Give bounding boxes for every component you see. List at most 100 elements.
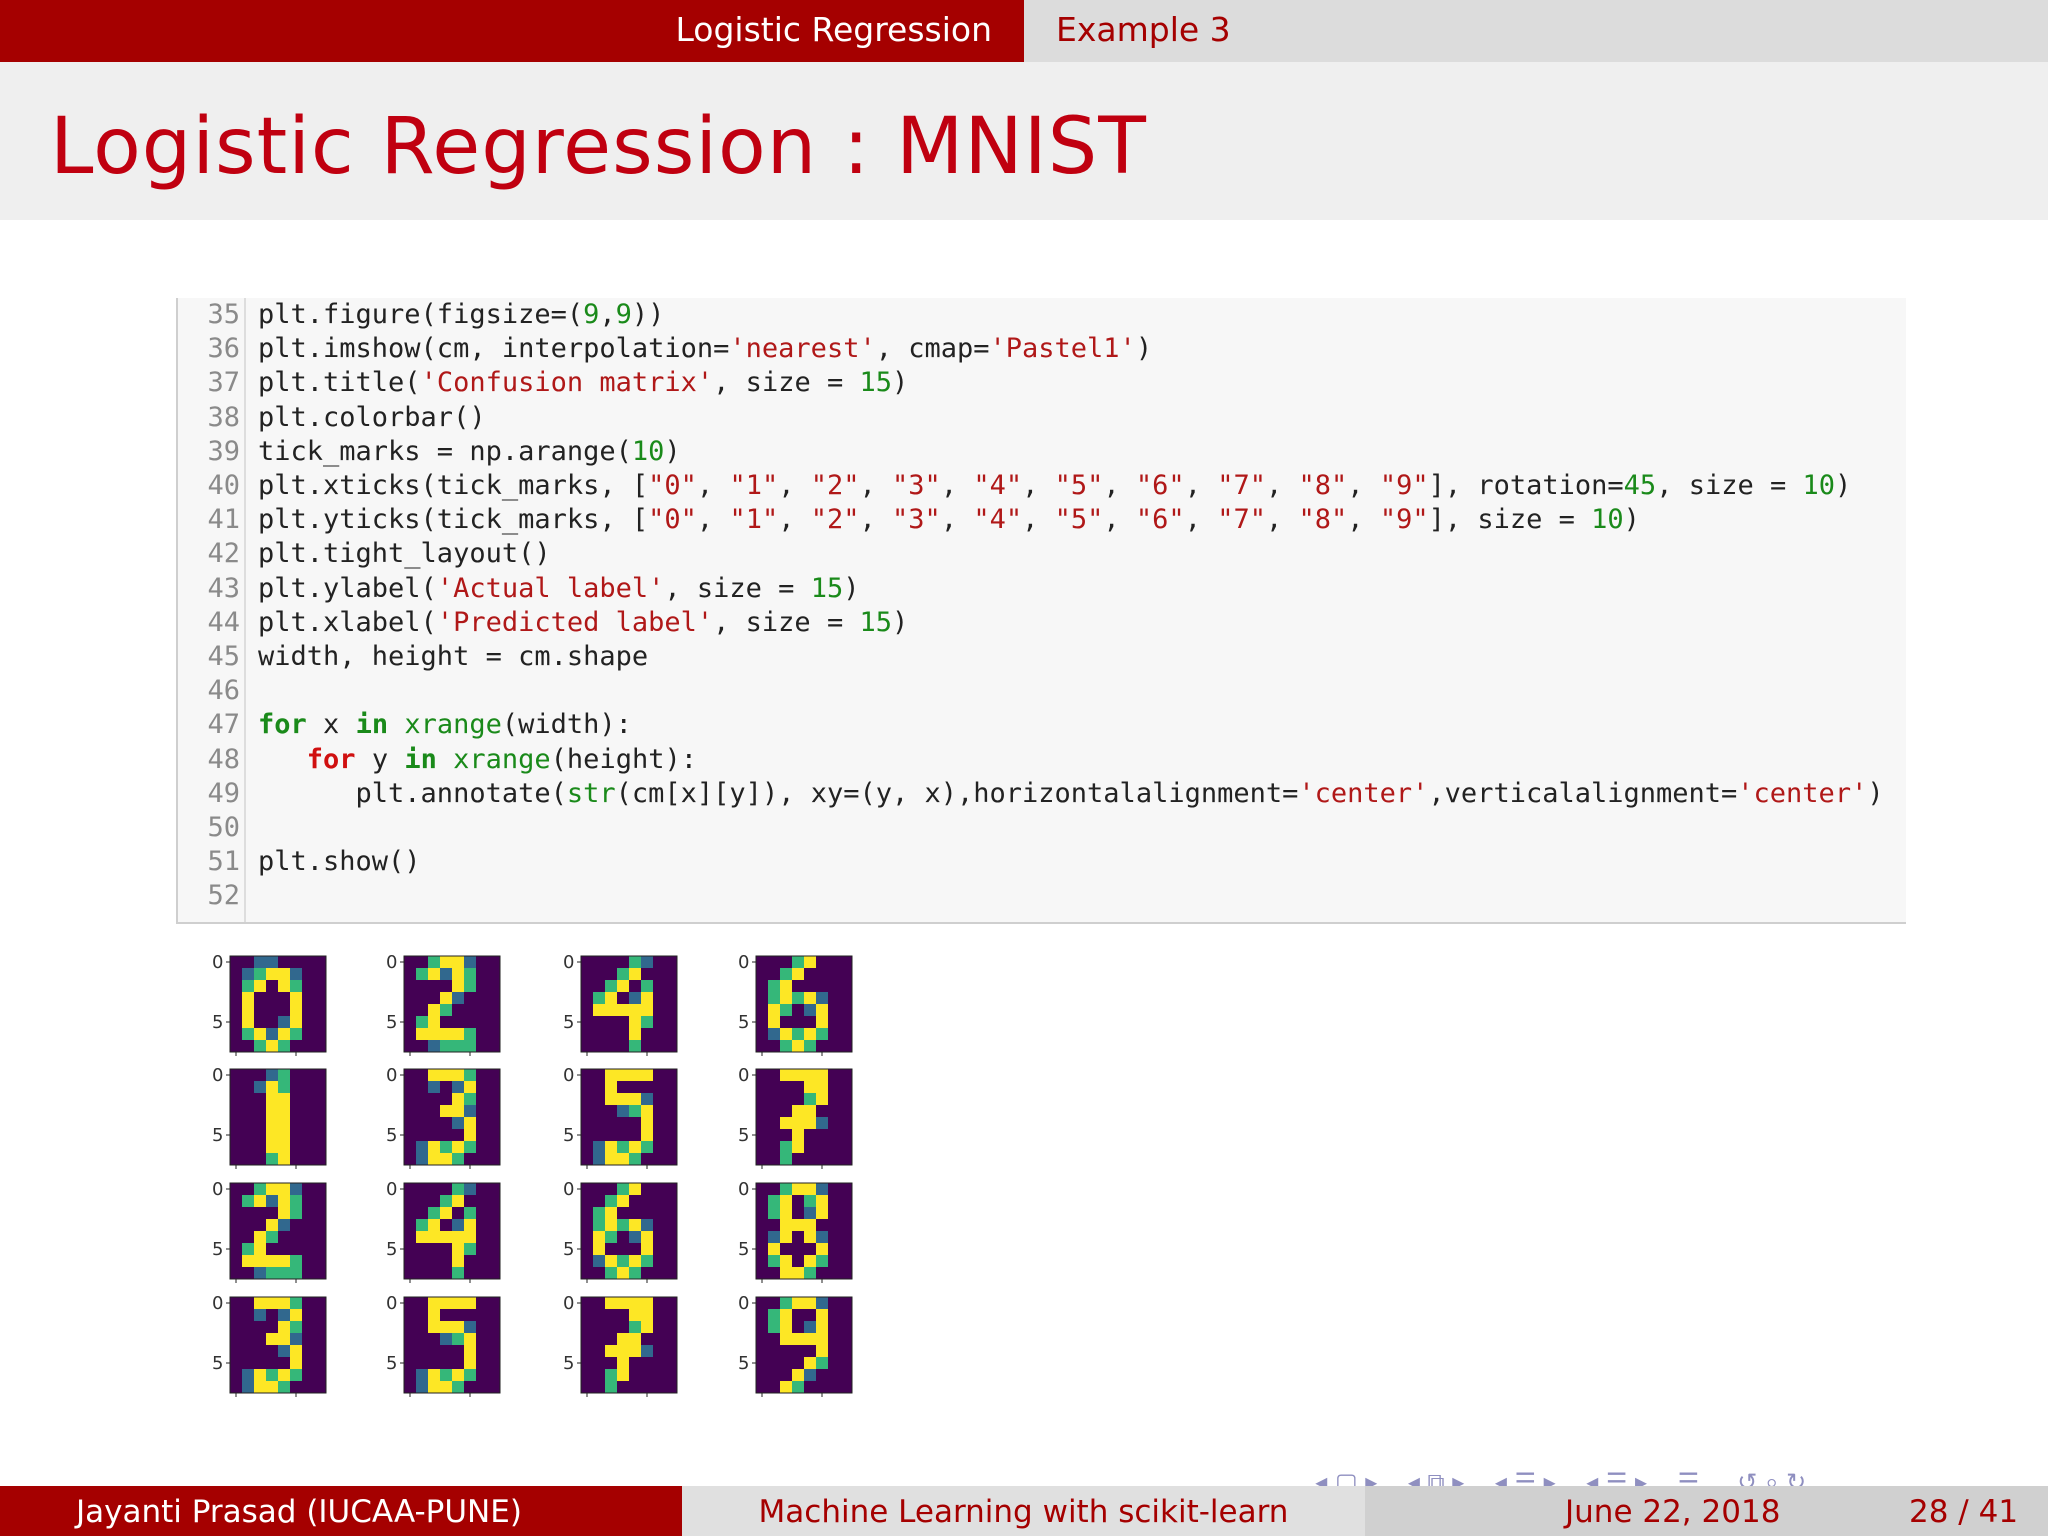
pixel [780, 1321, 792, 1333]
pixel [230, 1093, 242, 1105]
pixel [416, 992, 428, 1004]
pixel [768, 1357, 780, 1369]
pixel [593, 1369, 605, 1381]
footer-talk-title: Machine Learning with scikit-learn [758, 1494, 1289, 1530]
pixel [230, 1345, 242, 1357]
pixel [653, 1267, 665, 1279]
pixel [242, 1093, 254, 1105]
pixel [629, 1243, 641, 1255]
pixel [780, 1369, 792, 1381]
pixel [302, 1141, 314, 1153]
pixel [653, 1004, 665, 1016]
pixel [593, 1333, 605, 1345]
code-line: plt.annotate(str(cm[x][y]), xy=(y, x),ho… [258, 777, 1884, 809]
pixel [290, 1231, 302, 1243]
pixel [416, 1369, 428, 1381]
pixel [290, 1381, 302, 1393]
pixel [242, 1004, 254, 1016]
pixel [230, 1117, 242, 1129]
nav-section-link[interactable]: Logistic Regression [675, 10, 992, 49]
pixel [428, 1357, 440, 1369]
pixel [804, 1369, 816, 1381]
pixel [816, 968, 828, 980]
pixel [653, 1321, 665, 1333]
pixel [404, 1381, 416, 1393]
pixel [488, 1381, 500, 1393]
pixel [290, 1195, 302, 1207]
pixel [804, 1069, 816, 1081]
pixel [828, 1117, 840, 1129]
pixel [476, 1255, 488, 1267]
pixel [581, 1219, 593, 1231]
pixel [302, 1117, 314, 1129]
pixel [464, 1129, 476, 1141]
pixel [840, 1117, 852, 1129]
pixel [254, 1297, 266, 1309]
pixel [756, 1105, 768, 1117]
pixel [605, 1309, 617, 1321]
pixel [804, 956, 816, 968]
pixel [428, 992, 440, 1004]
pixel [816, 1309, 828, 1321]
pixel [641, 1040, 653, 1052]
pixel [464, 992, 476, 1004]
pixel [404, 968, 416, 980]
pixel [641, 1255, 653, 1267]
y-tick-label: 5 [212, 1012, 223, 1033]
pixel [653, 1369, 665, 1381]
pixel [488, 1129, 500, 1141]
pixel [828, 1345, 840, 1357]
pixel [254, 1243, 266, 1255]
pixel [488, 1369, 500, 1381]
pixel [641, 1016, 653, 1028]
pixel [242, 1069, 254, 1081]
pixel [278, 1093, 290, 1105]
pixel [828, 1069, 840, 1081]
pixel [617, 1309, 629, 1321]
pixel [780, 1297, 792, 1309]
code-line-number: 37 [207, 367, 240, 399]
image-frame [755, 1182, 853, 1280]
pixel [302, 1028, 314, 1040]
pixel [278, 1129, 290, 1141]
pixel [641, 1219, 653, 1231]
pixel [314, 1243, 326, 1255]
pixel [428, 1093, 440, 1105]
pixel [428, 1195, 440, 1207]
code-line-number: 45 [207, 641, 240, 672]
pixel [416, 956, 428, 968]
pixel [780, 1267, 792, 1279]
pixel [653, 1207, 665, 1219]
nav-subsection-link[interactable]: Example 3 [1056, 10, 1231, 49]
pixel [404, 1183, 416, 1195]
pixel [254, 1016, 266, 1028]
pixel [780, 1117, 792, 1129]
pixel [302, 1357, 314, 1369]
pixel [290, 968, 302, 980]
pixel [756, 1321, 768, 1333]
pixel [581, 956, 593, 968]
pixel [416, 1219, 428, 1231]
pixel [581, 1153, 593, 1165]
pixel [629, 992, 641, 1004]
pixel [428, 1207, 440, 1219]
pixel [653, 1255, 665, 1267]
pixel [828, 1381, 840, 1393]
pixel [828, 1309, 840, 1321]
pixel [816, 1129, 828, 1141]
pixel [653, 1040, 665, 1052]
pixel [314, 1333, 326, 1345]
pixel [792, 1357, 804, 1369]
pixel [581, 1243, 593, 1255]
pixel [230, 1105, 242, 1117]
pixel [780, 1081, 792, 1093]
pixel [665, 1081, 677, 1093]
pixel [302, 1369, 314, 1381]
pixel [242, 1333, 254, 1345]
pixel [605, 1105, 617, 1117]
pixel [629, 1141, 641, 1153]
pixel [816, 1069, 828, 1081]
pixel [804, 1105, 816, 1117]
pixel [665, 1183, 677, 1195]
